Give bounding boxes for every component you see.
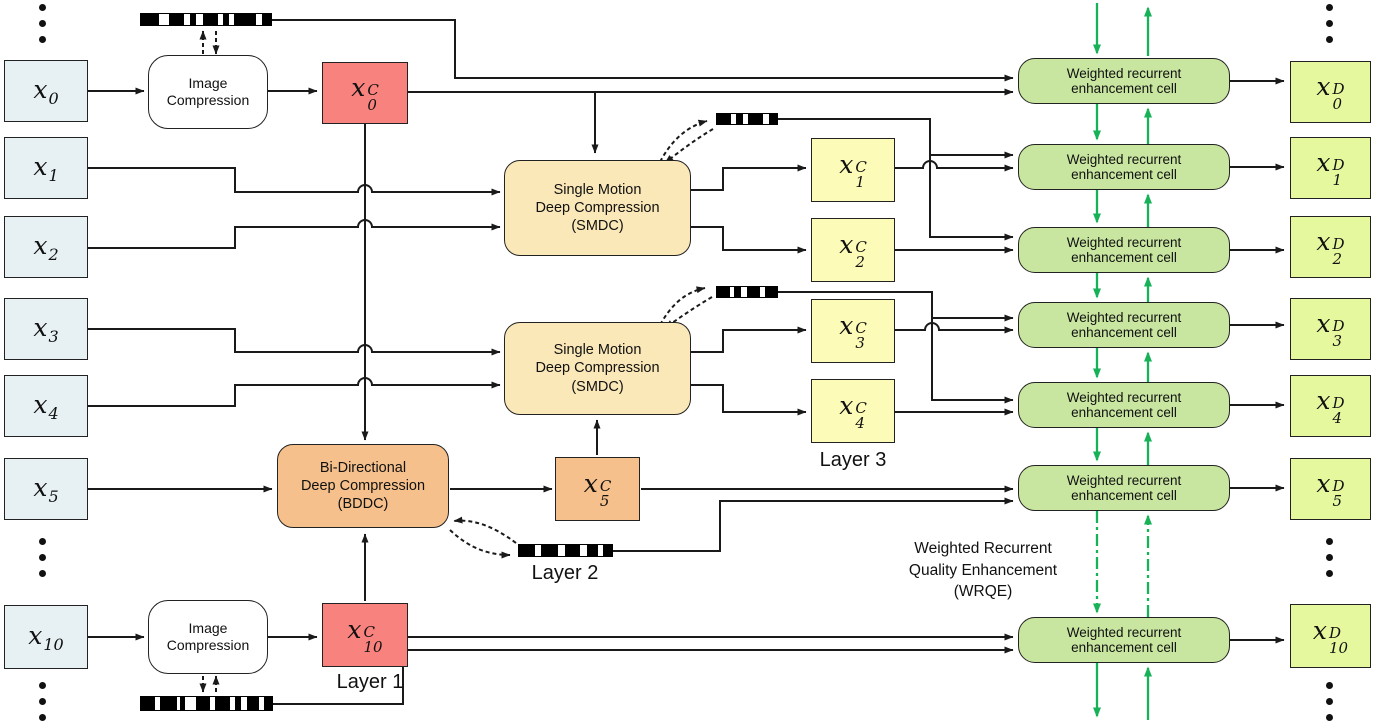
input-frame-x3: x3	[4, 298, 88, 360]
input-frame-x2: x2	[4, 216, 88, 278]
label-layer-1: Layer 1	[336, 671, 404, 693]
ellipsis-dots	[39, 682, 46, 721]
input-frame-x0: x0	[4, 60, 88, 122]
input-frame-x4: x4	[4, 375, 88, 437]
bitstream-icon-smdc2	[716, 286, 778, 298]
label-layer-3: Layer 3	[819, 449, 887, 471]
ellipsis-dots	[1326, 4, 1333, 43]
input-frame-x5: x5	[4, 458, 88, 520]
label-wrqe: Weighted Recurrent Quality Enhancement (…	[908, 540, 1058, 601]
ellipsis-dots	[1326, 538, 1333, 577]
ellipsis-dots	[1326, 682, 1333, 721]
ellipsis-dots	[39, 4, 46, 43]
bitstream-icon-bottom	[140, 696, 273, 711]
input-frame-x10: x10	[4, 605, 88, 669]
ellipsis-dots	[39, 538, 46, 577]
bitstream-icon-top	[140, 13, 272, 26]
bitstream-icon-smdc1	[716, 113, 778, 125]
input-frame-x1: x1	[4, 137, 88, 199]
bitstream-icon-layer2	[518, 544, 613, 557]
label-layer-2: Layer 2	[531, 562, 599, 584]
